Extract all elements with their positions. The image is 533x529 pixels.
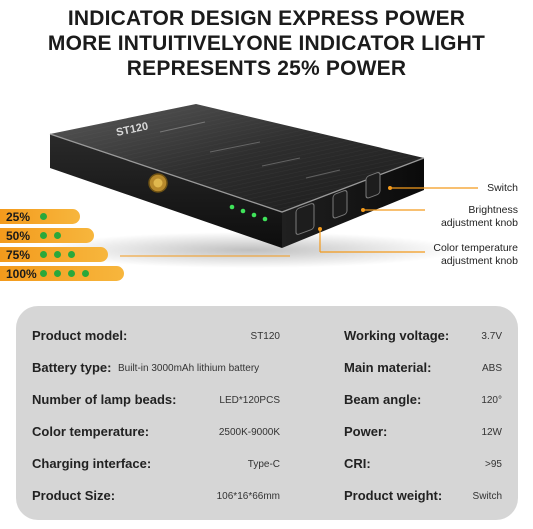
power-level-legend: 25% 50% 75% 100%	[0, 208, 124, 284]
callout-switch: Switch	[440, 182, 518, 195]
level-dot-icon	[40, 251, 47, 258]
device-side-face	[282, 158, 424, 248]
brightness-knob-icon	[332, 190, 348, 219]
spec-label: Main material:	[344, 360, 432, 375]
callout-brightness-line-2: adjustment knob	[440, 217, 518, 229]
callout-color-line-2: adjustment knob	[440, 255, 518, 267]
callout-color-line-1: Color temperature	[433, 242, 518, 254]
level-75: 75%	[0, 246, 124, 263]
indicator-led-2	[240, 208, 246, 214]
headline: INDICATOR DESIGN EXPRESS POWER MORE INTU…	[0, 6, 533, 81]
spec-label: Working voltage:	[344, 328, 450, 343]
specs-panel: Product model: ST120 Working voltage: 3.…	[16, 306, 518, 520]
spec-value: ST120	[250, 331, 280, 342]
spec-label: Beam angle:	[344, 392, 422, 407]
color-temperature-knob-icon	[295, 203, 315, 235]
spec-label: Number of lamp beads:	[32, 392, 177, 407]
indicator-led-3	[251, 212, 257, 218]
indicator-led-1	[229, 204, 235, 210]
indicator-led-4	[262, 216, 268, 222]
spec-row: Product Size: 106*16*66mm Product weight…	[16, 484, 518, 508]
headline-line-2: MORE INTUITIVELYONE INDICATOR LIGHT	[47, 32, 486, 55]
level-label: 25%	[6, 209, 31, 224]
level-dot-icon	[68, 270, 75, 277]
switch-button-icon	[365, 172, 381, 199]
level-dot-icon	[54, 270, 61, 277]
spec-row: Product model: ST120 Working voltage: 3.…	[16, 324, 518, 348]
device-front-face	[50, 134, 282, 248]
level-dot-icon	[82, 270, 89, 277]
spec-value: >95	[485, 459, 502, 470]
spec-value: 120°	[481, 395, 502, 406]
spec-row: Charging interface: Type-C CRI: >95	[16, 452, 518, 476]
spec-value: Switch	[472, 491, 502, 502]
level-dot-icon	[54, 232, 61, 239]
callout-brightness-line-1: Brightness	[468, 204, 518, 216]
level-label: 100%	[6, 266, 37, 281]
level-dot-icon	[40, 213, 47, 220]
level-25: 25%	[0, 208, 124, 225]
level-100: 100%	[0, 265, 124, 282]
level-dot-icon	[68, 251, 75, 258]
spec-value: ABS	[481, 363, 502, 374]
spec-value: Built-in 3000mAh lithium battery	[118, 363, 260, 374]
headline-line-3: REPRESENTS 25% POWER	[126, 57, 407, 80]
spec-value: LED*120PCS	[219, 395, 280, 406]
level-label: 75%	[6, 247, 31, 262]
product-illustration: ST120	[0, 92, 533, 292]
spec-row: Battery type: Built-in 3000mAh lithium b…	[16, 356, 518, 380]
level-50: 50%	[0, 227, 124, 244]
spec-label: Product weight:	[344, 488, 443, 503]
spec-label: CRI:	[344, 456, 371, 471]
spec-label: Color temperature:	[32, 424, 150, 439]
level-dot-icon	[40, 270, 47, 277]
spec-value: 12W	[481, 427, 502, 438]
spec-label: Power:	[344, 424, 388, 439]
level-dot-icon	[40, 232, 47, 239]
callout-color-temperature: Color temperature adjustment knob	[410, 242, 518, 268]
spec-label: Charging interface:	[32, 456, 152, 471]
spec-row: Number of lamp beads: LED*120PCS Beam an…	[16, 388, 518, 412]
level-label: 50%	[6, 228, 31, 243]
spec-label: Product Size:	[32, 488, 116, 503]
callout-switch-label: Switch	[487, 182, 518, 194]
spec-label: Product model:	[32, 328, 128, 343]
spec-value: Type-C	[247, 459, 280, 470]
device-image: ST120	[40, 104, 478, 268]
spec-row: Color temperature: 2500K-9000K Power: 12…	[16, 420, 518, 444]
spec-value: 2500K-9000K	[218, 427, 280, 438]
headline-line-1: INDICATOR DESIGN EXPRESS POWER	[67, 7, 466, 30]
spec-value: 106*16*66mm	[216, 491, 280, 502]
spec-label: Battery type:	[32, 360, 112, 375]
callout-brightness: Brightness adjustment knob	[420, 204, 518, 230]
spec-value: 3.7V	[481, 331, 502, 342]
level-dot-icon	[54, 251, 61, 258]
